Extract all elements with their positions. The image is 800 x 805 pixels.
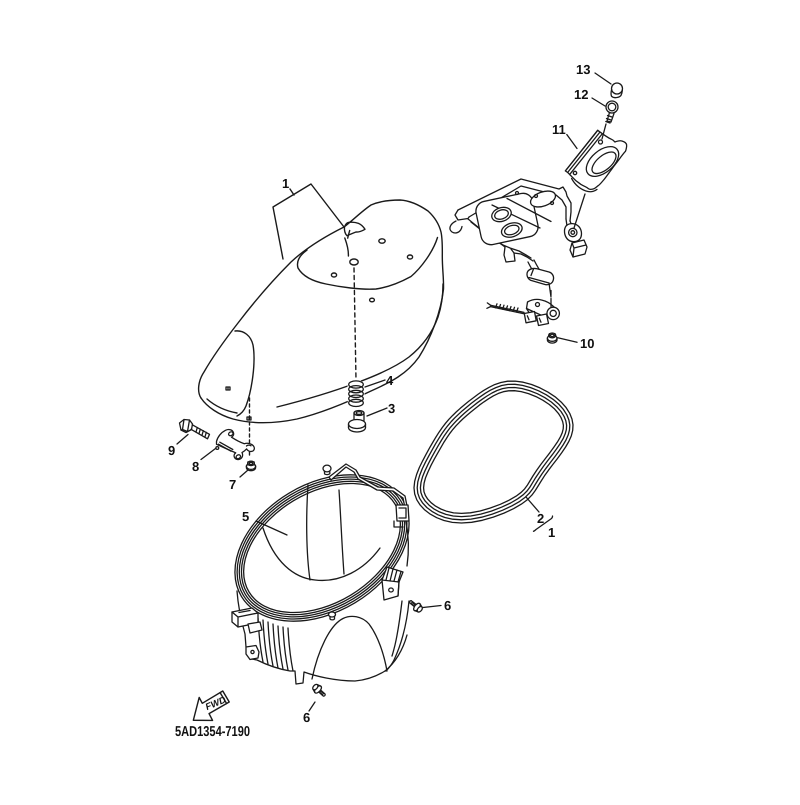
svg-text:6: 6	[303, 710, 310, 725]
svg-text:7: 7	[229, 477, 236, 492]
svg-text:11: 11	[552, 122, 566, 137]
svg-text:3: 3	[388, 401, 395, 416]
svg-text:6: 6	[444, 598, 451, 613]
svg-text:10: 10	[580, 336, 594, 351]
svg-text:4: 4	[386, 373, 394, 388]
svg-text:12: 12	[574, 87, 588, 102]
svg-text:5AD1354-7190: 5AD1354-7190	[175, 724, 250, 740]
svg-text:1: 1	[548, 525, 555, 540]
svg-text:13: 13	[576, 62, 590, 77]
svg-text:5: 5	[242, 509, 249, 524]
svg-text:8: 8	[192, 459, 199, 474]
svg-text:1: 1	[282, 176, 289, 191]
svg-text:2: 2	[537, 511, 544, 526]
svg-text:9: 9	[168, 443, 175, 458]
